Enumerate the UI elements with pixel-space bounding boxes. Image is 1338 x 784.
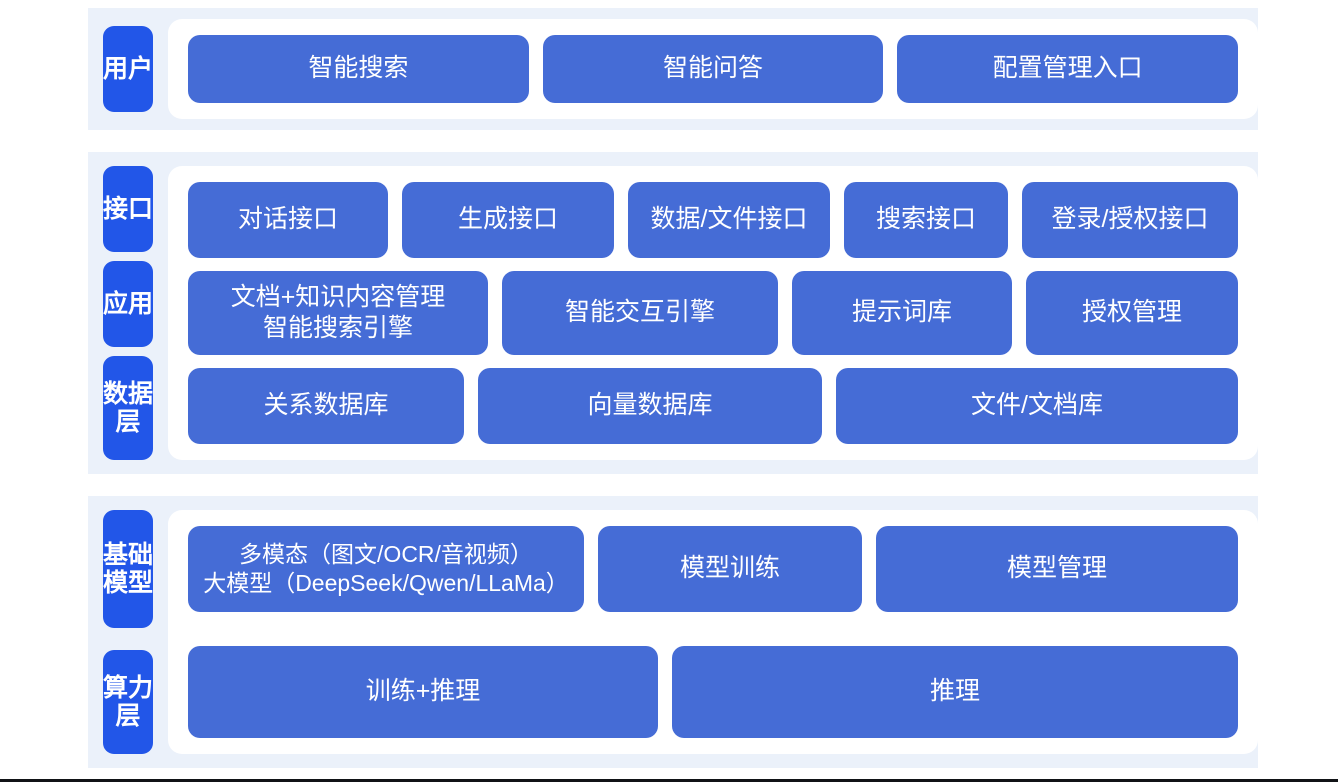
section-middle: 接口 应用 数据层 对话接口 生成接口 数据/文件接口 搜索接口 登录/授权接口… — [88, 152, 1258, 474]
box-inference[interactable]: 推理 — [672, 646, 1238, 738]
box-smart-qa[interactable]: 智能问答 — [542, 35, 884, 103]
section-middle-panel: 对话接口 生成接口 数据/文件接口 搜索接口 登录/授权接口 文档+知识内容管理… — [168, 166, 1258, 460]
bottom-divider-rule — [0, 779, 1338, 782]
model-row: 多模态（图文/OCR/音视频） 大模型（DeepSeek/Qwen/LLaMa）… — [188, 526, 1238, 612]
application-row: 文档+知识内容管理 智能搜索引擎 智能交互引擎 提示词库 授权管理 — [188, 271, 1238, 355]
layer-tab-api[interactable]: 接口 — [103, 166, 153, 252]
box-multimodal-large-model[interactable]: 多模态（图文/OCR/音视频） 大模型（DeepSeek/Qwen/LLaMa） — [188, 526, 584, 612]
box-smart-search[interactable]: 智能搜索 — [188, 35, 529, 103]
box-model-management[interactable]: 模型管理 — [876, 526, 1238, 612]
section-user-panel: 智能搜索 智能问答 配置管理入口 — [168, 19, 1258, 119]
section-bottom-panel: 多模态（图文/OCR/音视频） 大模型（DeepSeek/Qwen/LLaMa）… — [168, 510, 1258, 754]
box-data-file-api[interactable]: 数据/文件接口 — [628, 182, 830, 258]
layer-tab-data[interactable]: 数据层 — [103, 356, 153, 460]
section-bottom: 基础模型 算力层 多模态（图文/OCR/音视频） 大模型（DeepSeek/Qw… — [88, 496, 1258, 768]
section-user-tab-column: 用户 — [88, 8, 168, 130]
box-dialog-api[interactable]: 对话接口 — [188, 182, 388, 258]
layer-tab-base-model[interactable]: 基础模型 — [103, 510, 153, 628]
box-smart-interaction-engine[interactable]: 智能交互引擎 — [502, 271, 778, 355]
box-login-auth-api[interactable]: 登录/授权接口 — [1022, 182, 1238, 258]
box-authorization-management[interactable]: 授权管理 — [1026, 271, 1238, 355]
section-middle-panel-column: 对话接口 生成接口 数据/文件接口 搜索接口 登录/授权接口 文档+知识内容管理… — [168, 152, 1258, 474]
data-row: 关系数据库 向量数据库 文件/文档库 — [188, 368, 1238, 444]
box-training-plus-inference[interactable]: 训练+推理 — [188, 646, 658, 738]
api-row: 对话接口 生成接口 数据/文件接口 搜索接口 登录/授权接口 — [188, 182, 1238, 258]
box-config-management-entry[interactable]: 配置管理入口 — [897, 35, 1239, 103]
box-prompt-library[interactable]: 提示词库 — [792, 271, 1012, 355]
box-file-document-store[interactable]: 文件/文档库 — [836, 368, 1238, 444]
section-user: 用户 智能搜索 智能问答 配置管理入口 — [88, 8, 1258, 130]
box-generation-api[interactable]: 生成接口 — [402, 182, 614, 258]
user-entry-row: 智能搜索 智能问答 配置管理入口 — [188, 35, 1239, 103]
section-middle-tab-column: 接口 应用 数据层 — [88, 152, 168, 474]
layer-tab-compute-power[interactable]: 算力层 — [103, 650, 153, 754]
box-document-knowledge-management[interactable]: 文档+知识内容管理 智能搜索引擎 — [188, 271, 488, 355]
box-vector-database[interactable]: 向量数据库 — [478, 368, 822, 444]
layer-tab-application[interactable]: 应用 — [103, 261, 153, 347]
box-model-training[interactable]: 模型训练 — [598, 526, 862, 612]
section-user-panel-column: 智能搜索 智能问答 配置管理入口 — [168, 8, 1258, 130]
box-search-api[interactable]: 搜索接口 — [844, 182, 1008, 258]
compute-power-row: 训练+推理 推理 — [188, 646, 1238, 738]
box-relational-database[interactable]: 关系数据库 — [188, 368, 464, 444]
section-bottom-panel-column: 多模态（图文/OCR/音视频） 大模型（DeepSeek/Qwen/LLaMa）… — [168, 496, 1258, 768]
layer-tab-user[interactable]: 用户 — [103, 26, 153, 112]
section-bottom-tab-column: 基础模型 算力层 — [88, 496, 168, 768]
